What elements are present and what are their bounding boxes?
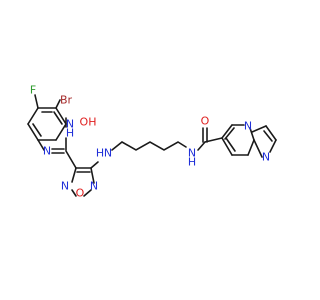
atom-o-furazan: O — [76, 187, 85, 200]
furazan-ring — [71, 167, 95, 197]
atom-f: F — [30, 84, 36, 97]
atom-n-imidazole: N — [262, 151, 270, 164]
bromofluorophenyl-ring — [27, 107, 67, 141]
imidazopyridine-ring — [221, 124, 277, 158]
bond-c-f — [34, 94, 39, 109]
atom-n-furazan-right: N — [90, 180, 98, 193]
atom-n-amine: N — [104, 147, 112, 160]
atom-h-amidine: H — [66, 127, 74, 140]
bond-c-furazan — [65, 150, 77, 169]
hexyl-chain — [111, 141, 187, 151]
atom-n-amide: N — [188, 147, 196, 160]
bond-ring-n — [37, 139, 45, 151]
atom-n-bridgehead: N — [244, 120, 252, 133]
atom-n-anilide: N — [43, 145, 51, 158]
atom-h-amide: H — [188, 156, 196, 169]
atom-br: Br — [60, 94, 73, 107]
atom-n-furazan-left: N — [61, 180, 69, 193]
bond-c-br — [55, 99, 61, 109]
molecule-structure: Br F N N H OH N O N H N N H O N N — [27, 84, 277, 200]
atom-h-amine: H — [96, 147, 104, 160]
atom-o-carbonyl: O — [201, 115, 210, 128]
atom-n-amidine: N — [66, 118, 74, 131]
bond-nh-carbonyl — [197, 141, 206, 151]
atom-oh: OH — [80, 116, 97, 129]
bond-furazan-nh — [90, 161, 99, 169]
bond-carbonyl-ring — [204, 137, 223, 143]
